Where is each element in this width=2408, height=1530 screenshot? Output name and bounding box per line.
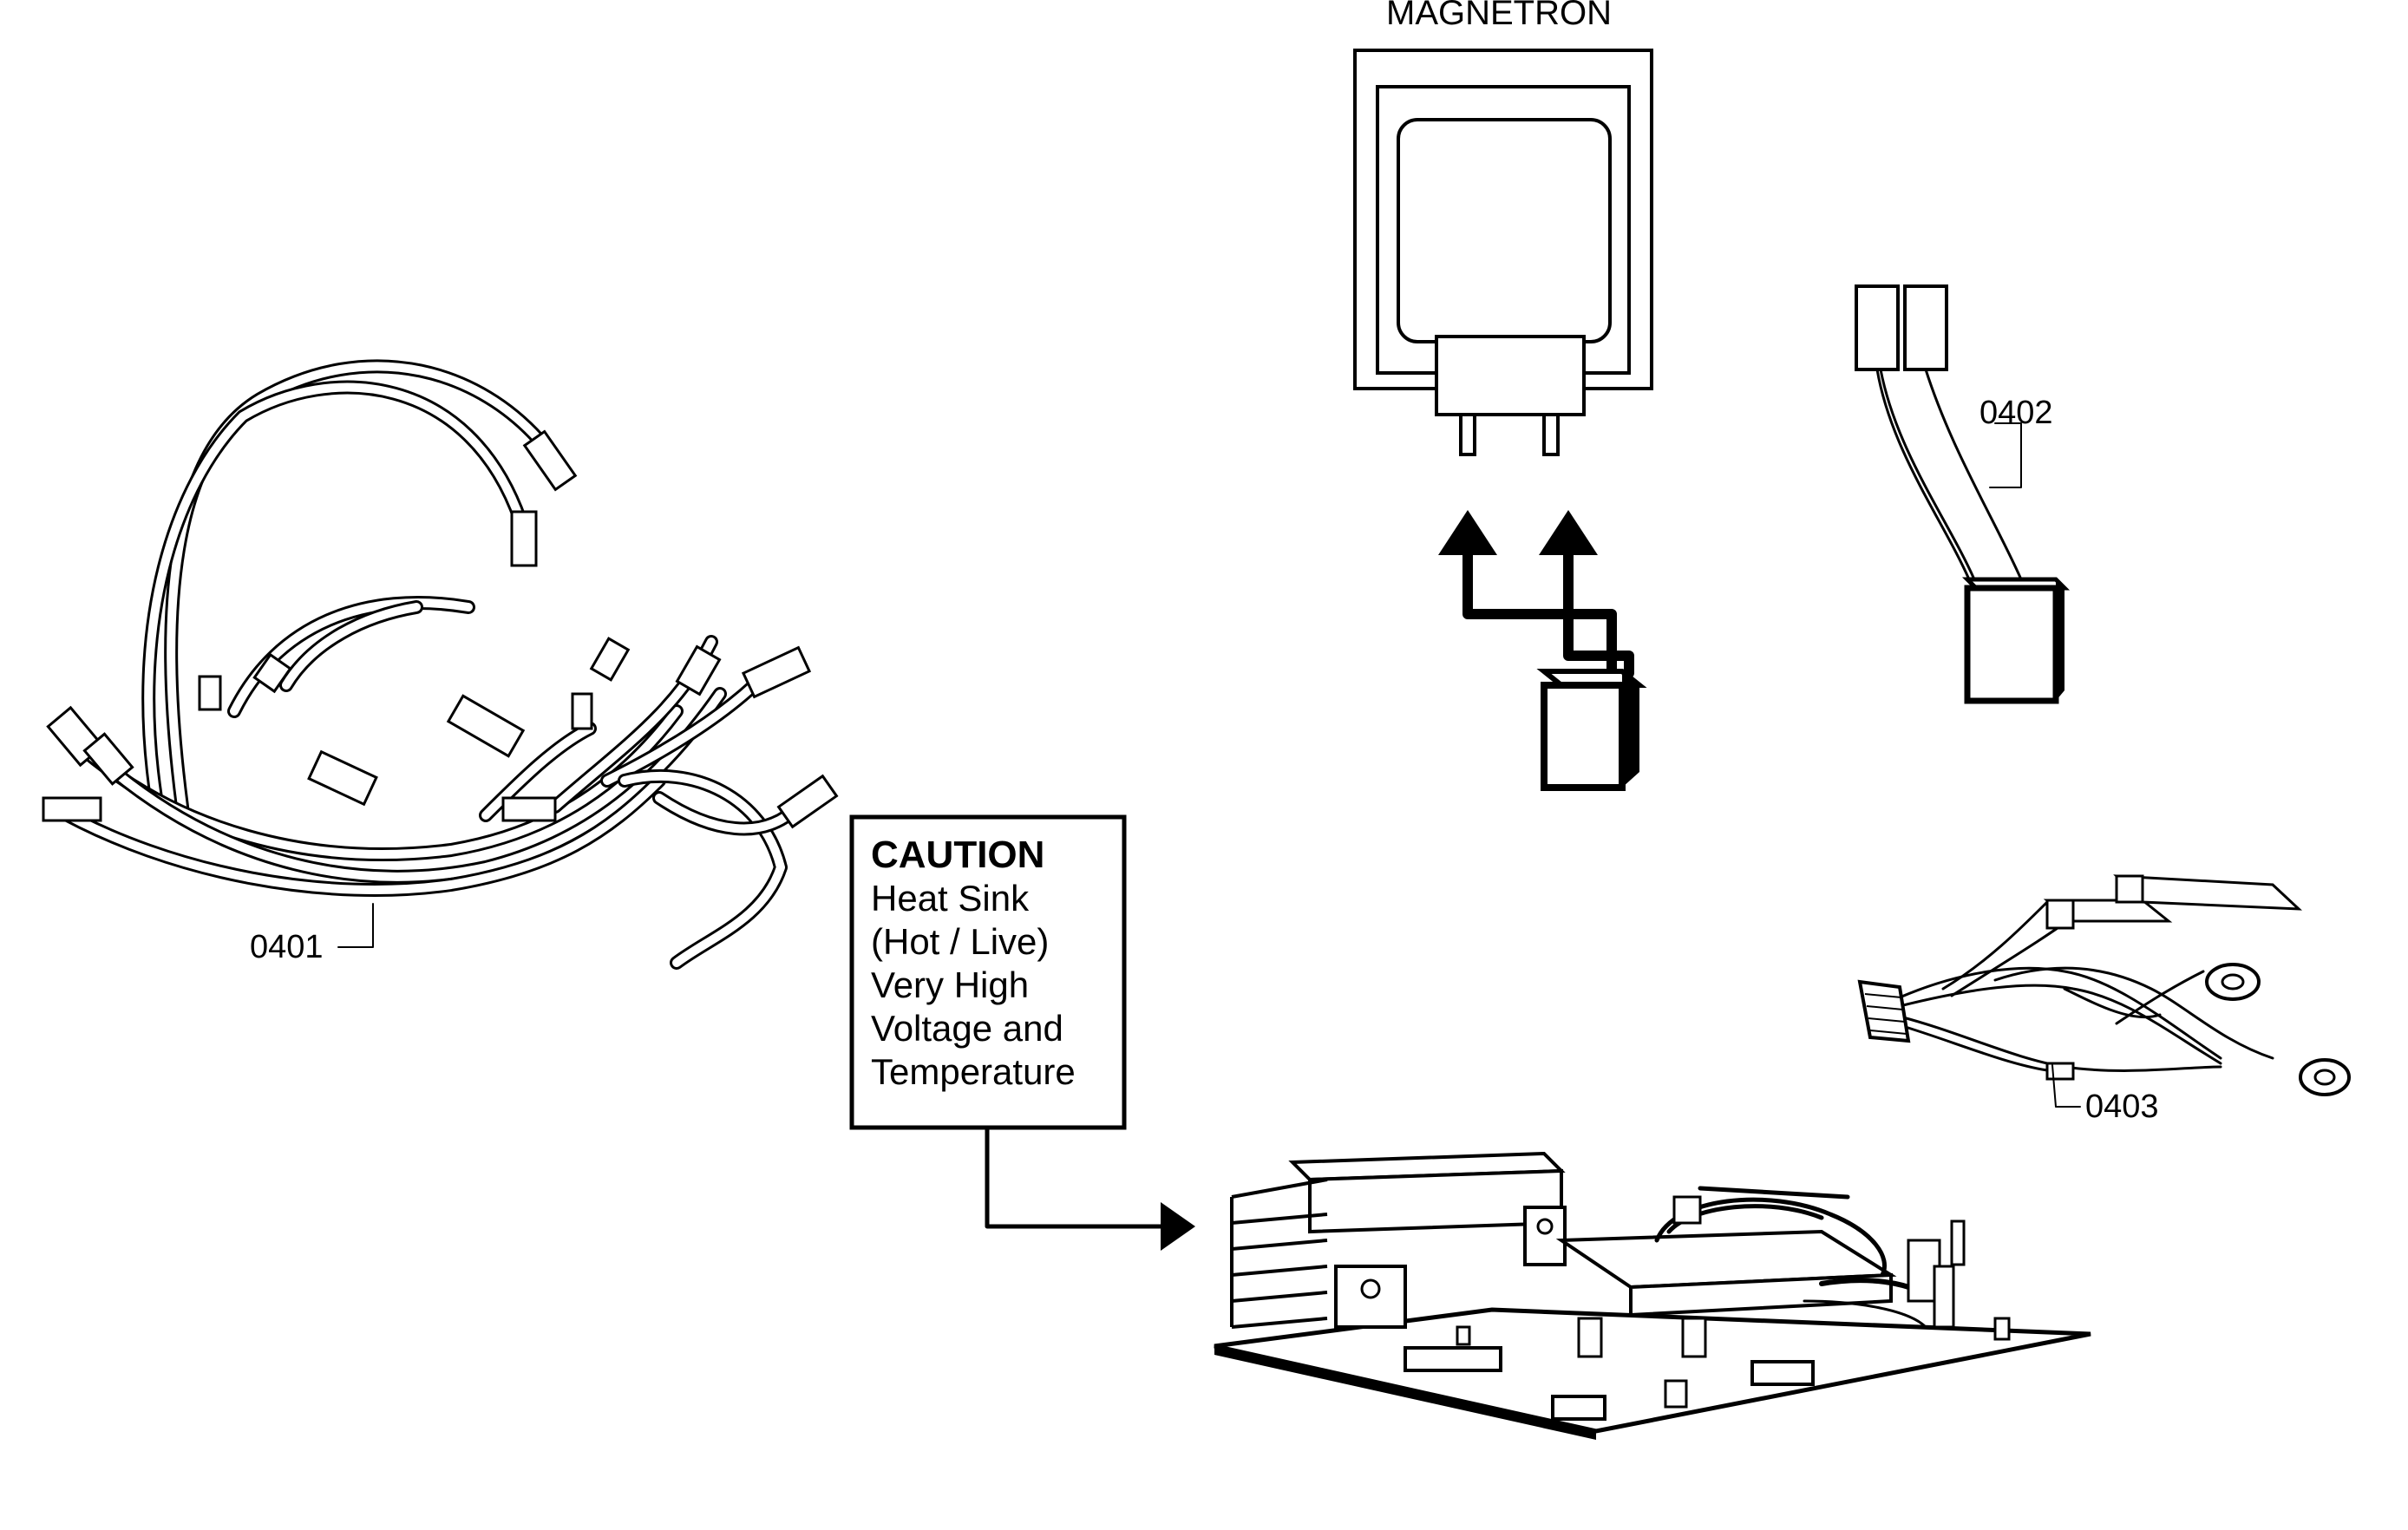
magnetron-terminal-block <box>1435 335 1586 416</box>
harness-0401-connector <box>589 637 631 682</box>
harness-0403-connector-top <box>2043 874 2302 930</box>
caution-line-1: Heat Sink <box>871 878 1030 919</box>
harness-0403-plug <box>1857 979 1911 1043</box>
harness-0401-connector <box>571 692 593 730</box>
harness-0401-connector <box>42 796 102 822</box>
power-transistor <box>1523 1206 1567 1266</box>
harness-0401-connector <box>776 774 839 829</box>
harness-0401-connector <box>501 796 557 822</box>
magnetron-pin-right <box>1542 413 1560 456</box>
inverter-circuit-board <box>1214 1151 2091 1440</box>
harness-0401-connector <box>741 645 812 699</box>
wire-0402: 0402 <box>1855 284 2071 704</box>
harness-0401-connector <box>307 749 378 807</box>
harness-0403-crimp <box>2045 1062 2075 1081</box>
magnetron-pin-left <box>1459 413 1476 456</box>
harness-0401-connector <box>252 652 292 694</box>
bridge-rectifier <box>1334 1265 1407 1329</box>
part-number-0401: 0401 <box>250 929 324 965</box>
wire-0402-connector-1 <box>1855 284 1900 371</box>
caution-arrow-head <box>1161 1202 1195 1251</box>
magnetron-connection-arrows <box>1438 510 1647 791</box>
harness-0401-connector <box>522 429 578 492</box>
magnetron: MAGNETRON <box>1353 0 1653 456</box>
pcb-connector-strip <box>1404 1346 1502 1372</box>
harness-0401-connector <box>82 732 134 786</box>
wire-0402-end-block <box>1961 577 2071 704</box>
magnetron-title: MAGNETRON <box>1386 0 1612 32</box>
part-number-0403: 0403 <box>2085 1089 2159 1125</box>
caution-line-2: (Hot / Live) <box>871 921 1049 962</box>
arrow-head-right <box>1539 510 1598 555</box>
harness-0401-connector <box>198 675 222 711</box>
caution-box <box>849 814 1127 1130</box>
harness-0401-connector <box>446 694 526 758</box>
wire-0402-connector-2 <box>1903 284 1948 371</box>
caution-heading: CAUTION <box>871 834 1044 876</box>
magnetron-connector-block <box>1536 669 1647 791</box>
harness-0401-connector <box>510 510 538 567</box>
harness-0403: 0403 <box>1857 874 2351 1125</box>
arrow-head-left <box>1438 510 1497 555</box>
caution-line-5: Temperature <box>871 1051 1076 1092</box>
caution-line-3: Very High <box>871 964 1029 1005</box>
part-number-0402: 0402 <box>1979 395 2053 431</box>
heat-sink <box>1230 1151 1566 1329</box>
ring-terminal <box>2205 963 2351 1096</box>
caution-notice: CAUTION Heat Sink (Hot / Live) Very High… <box>849 814 1195 1251</box>
magnetron-core <box>1397 118 1612 343</box>
harness-0401-connector <box>675 644 722 696</box>
caution-line-4: Voltage and <box>871 1008 1063 1049</box>
resistor <box>1933 1265 1955 1329</box>
harness-0401: 0401 <box>42 359 839 970</box>
